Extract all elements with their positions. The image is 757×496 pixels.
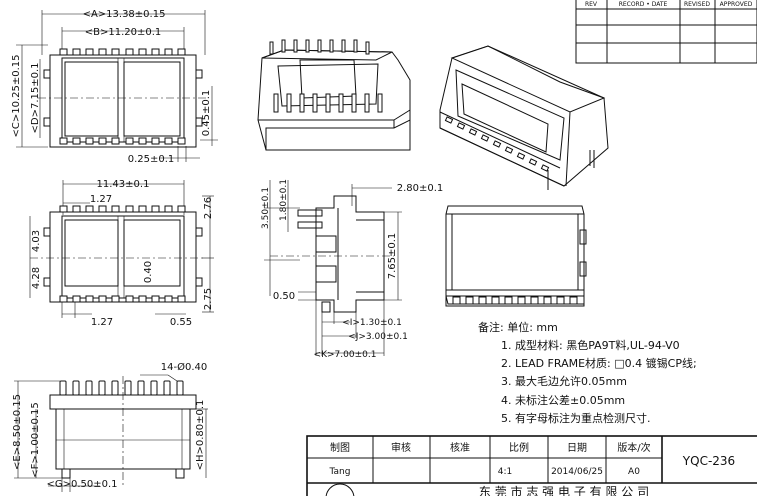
dim-right-bottom: 2.75 [203,288,214,310]
note-3: 3. 最大毛边允许0.05mm [501,374,627,388]
revision-table: REV RECORD • DATE REVISED APPROVED [575,0,757,64]
front-top-pins [59,48,186,56]
part-number: YQC-236 [682,454,735,468]
side-view: 2.80±0.1 3.50±0.1 1.80±0.1 7.65±0.1 0.50… [261,179,443,360]
dim-7-65: 7.65±0.1 [387,233,398,280]
dim-h: <H>0.80±0.1 [195,400,206,471]
note-4: 4. 未标注公差±0.05mm [501,393,625,407]
bottom-view: 11.43±0.1 1.27 [29,179,214,328]
iso-right-pins [444,116,550,172]
front-bottom-pins [59,137,186,145]
company-logo [325,483,355,496]
bottom-top-pins [59,205,186,213]
title-block: 制图 审核 核准 比例 日期 版本/次 Tang 4:1 2014/06/25 … [306,435,757,496]
tb-header-reviewer: 审核 [391,441,411,454]
notes: 备注: 单位: mm 1. 成型材料: 黑色PA9T料,UL-94-V0 2. … [478,320,697,425]
pin-view: 14-Ø0.40 <E>8.50±0.15 <F>1.00±0. [12,361,208,492]
pin-spec: 14-Ø0.40 [161,361,207,373]
isometric-view-left [257,39,411,151]
dim-b: <B>11.20±0.1 [85,27,162,38]
tb-header-version: 版本/次 [617,441,650,454]
dim-right-top: 2.76 [203,197,214,219]
dim-g: <G>0.50±0.1 [46,479,117,490]
dim-d: <D>7.15±0.1 [30,62,41,133]
dim-side-top: 2.80±0.1 [397,183,444,194]
dim-i: <I>1.30±0.1 [342,318,402,328]
dim-pitch-top: 1.27 [90,194,112,205]
note-1: 1. 成型材料: 黑色PA9T料,UL-94-V0 [501,338,680,352]
rev-header: REV [585,1,598,8]
dim-f: <F>1.00±0.15 [30,402,41,477]
dim-pitch-bottom: 1.27 [91,317,113,328]
dim-1-80: 1.80±0.1 [279,179,289,221]
record-date-header: RECORD • DATE [619,1,668,8]
dim-left-top: 4.03 [31,230,42,252]
pin-view-pins [59,380,184,396]
dim-side: 0.45±0.1 [201,90,212,137]
company-name: 东 莞 市 志 强 电 子 有 限 公 司 [479,484,649,496]
iso-left-top-pins [269,39,370,55]
tb-value-date: 2014/06/25 [551,467,603,477]
tb-value-scale: 4:1 [498,467,512,477]
dim-3-50: 3.50±0.1 [261,187,271,229]
notes-header: 备注: 单位: mm [478,320,558,334]
tb-header-drafter: 制图 [330,441,350,454]
tb-value-drafter: Tang [329,467,351,477]
tb-header-scale: 比例 [509,441,529,454]
rear-view [445,205,587,307]
dim-j: <J>3.00±0.1 [348,332,408,342]
dim-left-bottom: 4.28 [31,267,42,289]
dim-c: <C>10.25±0.15 [11,54,22,137]
dim-bottom: 0.25±0.1 [128,154,175,165]
note-5: 5. 有字母标注为重点检测尺寸. [501,411,651,425]
bottom-bottom-pins [59,295,186,303]
dim-width: 11.43±0.1 [97,179,150,190]
front-view: <A>13.38±0.15 <B>11.20±0.1 [11,9,218,165]
dim-pin-width: 0.55 [170,317,192,328]
tb-value-version: A0 [628,467,640,477]
rear-view-pins [452,296,578,305]
tb-header-date: 日期 [567,442,587,454]
dim-e: <E>8.50±0.15 [12,394,23,470]
note-2: 2. LEAD FRAME材质: □0.4 镀锡CP线; [501,356,697,370]
revised-header: REVISED [684,1,710,8]
dim-center: 0.40 [143,261,154,283]
dim-0-50: 0.50 [273,291,295,302]
dim-k: <K>7.00±0.1 [314,350,377,360]
iso-left-front-pins [273,93,383,113]
approved-header: APPROVED [720,1,753,8]
tb-header-approver: 核准 [450,441,470,454]
dim-a: <A>13.38±0.15 [83,9,166,20]
isometric-view-right [439,45,609,190]
